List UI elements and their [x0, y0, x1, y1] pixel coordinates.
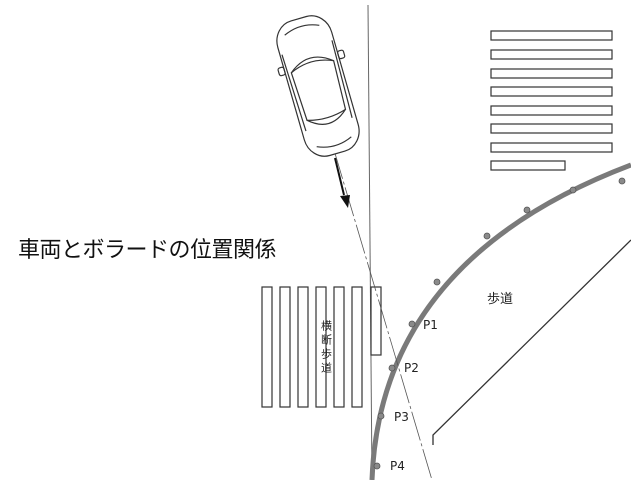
stripe [261, 286, 273, 408]
car-mirror-right [337, 49, 346, 60]
car-hood [284, 24, 320, 36]
car-mirror-left [277, 66, 286, 77]
stripe [490, 160, 566, 171]
bollard-label-p2: P2 [404, 361, 419, 375]
bollard [569, 186, 577, 194]
bollard [433, 278, 441, 286]
stripe [490, 105, 613, 116]
stripe [297, 286, 309, 408]
bollard [373, 462, 381, 470]
car-rear-window [306, 109, 347, 125]
bollard [377, 412, 385, 420]
bollard-label-p3: P3 [394, 410, 409, 424]
car-side-left [281, 54, 307, 132]
bollard-label-p4: P4 [390, 459, 405, 473]
vehicle-trajectory-line [333, 149, 433, 480]
bollard [618, 177, 626, 185]
direction-arrow-shaft [334, 157, 345, 196]
crosswalk-left [261, 286, 382, 408]
stripe [351, 286, 363, 408]
stripe [370, 286, 382, 356]
direction-arrow-head [340, 195, 350, 208]
stripe [333, 286, 345, 408]
diagram-title: 車両とボラードの位置関係 [18, 238, 277, 263]
crosswalk-top-right [490, 30, 613, 171]
stripe [490, 142, 613, 153]
curb-bollards [373, 177, 626, 470]
car-body [276, 15, 360, 157]
stripe [490, 68, 613, 79]
bollard-label-p1: P1 [423, 318, 438, 332]
stripe [279, 286, 291, 408]
bollard [483, 232, 491, 240]
sidewalk-label: 歩道 [487, 292, 513, 307]
stripe [490, 86, 613, 97]
car-windshield [290, 56, 334, 74]
car-side-right [331, 40, 353, 118]
sidewalk-inner-edge [432, 239, 631, 445]
bollard [523, 206, 531, 214]
road-edge-line [367, 4, 373, 480]
stripe [490, 30, 613, 41]
stripe [490, 123, 613, 134]
bollard [408, 320, 416, 328]
stripe [315, 286, 327, 408]
car-trunk [316, 136, 352, 148]
crosswalk-label: 横断歩道 [320, 319, 333, 376]
bollard [388, 364, 396, 372]
vehicle [276, 15, 360, 157]
stripe [490, 49, 613, 60]
sidewalk-curb [369, 162, 631, 480]
